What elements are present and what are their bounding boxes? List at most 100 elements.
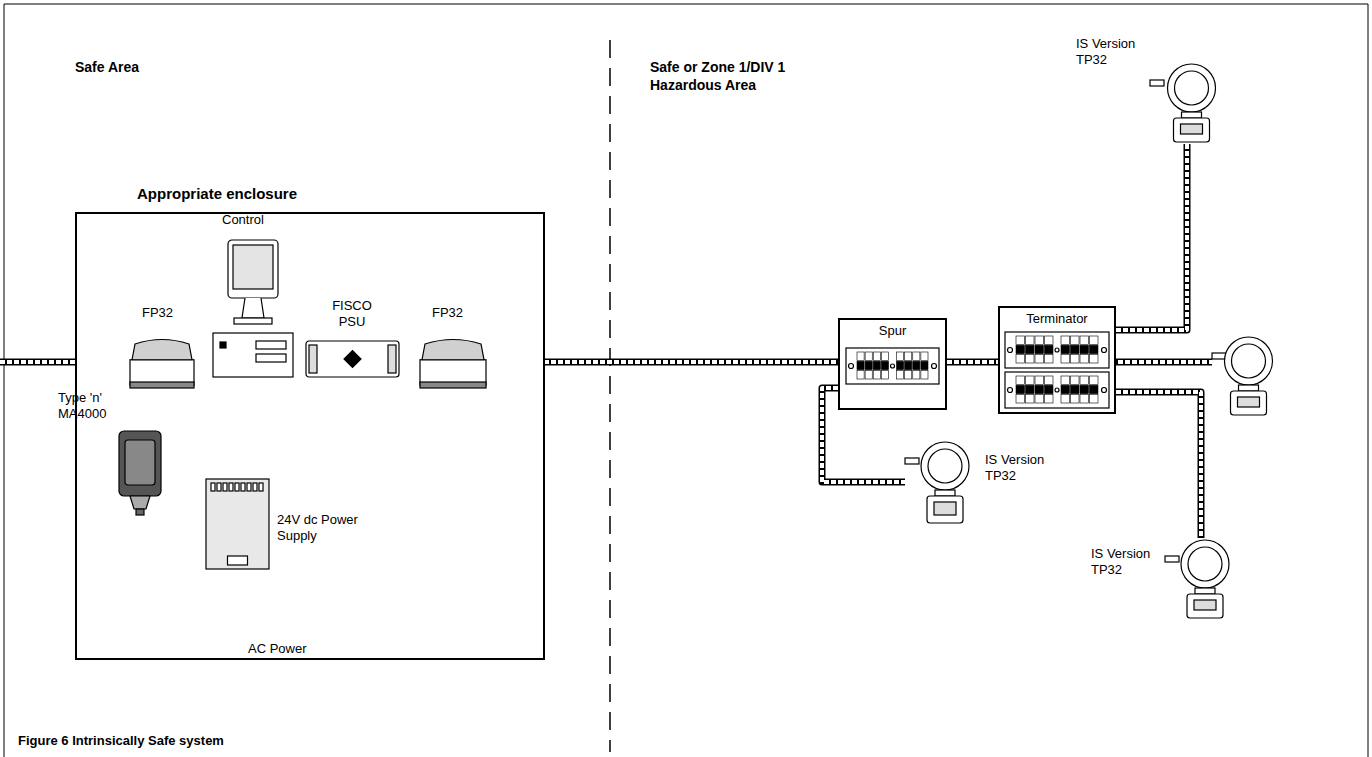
terminal bbox=[865, 352, 872, 360]
terminal bbox=[921, 361, 928, 369]
sensor-stub bbox=[905, 458, 919, 464]
terminal bbox=[217, 483, 221, 491]
psu-end bbox=[388, 345, 396, 373]
terminal bbox=[1035, 355, 1044, 363]
device-label: FP32 bbox=[432, 305, 463, 321]
terminal bbox=[223, 483, 227, 491]
twisted-cable bbox=[1104, 359, 1212, 366]
figure-caption: Figure 6 Intrinsically Safe system bbox=[18, 733, 224, 749]
terminal bbox=[1071, 395, 1080, 403]
transmitter-body bbox=[1187, 594, 1223, 618]
twisted-cable bbox=[1116, 392, 1201, 538]
label-holder: FISCO PSU bbox=[327, 298, 377, 330]
transmitter-window bbox=[1181, 124, 1203, 134]
computer-case bbox=[213, 333, 293, 377]
drive-slot bbox=[256, 354, 286, 362]
terminal bbox=[1090, 355, 1099, 363]
terminal bbox=[1016, 336, 1025, 344]
power-label: AC Power bbox=[248, 640, 307, 658]
terminal bbox=[1071, 355, 1080, 363]
twisted-cable bbox=[1116, 144, 1187, 330]
cable-group bbox=[947, 362, 998, 363]
terminal bbox=[921, 371, 928, 379]
label-holder: 24V dc Power Supply bbox=[277, 512, 361, 544]
transmitter-cover bbox=[928, 449, 962, 483]
spur-box: Spur bbox=[838, 318, 947, 410]
terminal bbox=[1016, 345, 1025, 353]
terminal-strip bbox=[1005, 332, 1109, 368]
terminal bbox=[1080, 395, 1089, 403]
label-holder: Appropriate enclosure bbox=[137, 186, 297, 202]
screen bbox=[233, 245, 273, 289]
area-label: Safe Area bbox=[75, 58, 139, 76]
transmitter-body bbox=[927, 496, 963, 523]
terminal bbox=[905, 361, 912, 369]
transmitter-body bbox=[1174, 118, 1210, 142]
device-fp32: FP32 bbox=[128, 335, 196, 390]
terminal bbox=[1016, 355, 1025, 363]
strip-body bbox=[846, 348, 939, 384]
terminal bbox=[857, 361, 864, 369]
cable-twist bbox=[947, 360, 998, 364]
device-label: Control bbox=[222, 212, 264, 228]
power-button bbox=[220, 342, 226, 348]
device-psu: FISCO PSU bbox=[305, 340, 400, 378]
terminal bbox=[1071, 336, 1080, 344]
cable-twist bbox=[1116, 392, 1201, 538]
transmitter-body bbox=[1231, 391, 1267, 415]
terminal bbox=[881, 361, 888, 369]
terminal-row bbox=[211, 483, 263, 491]
terminal bbox=[241, 483, 245, 491]
device-label: 24V dc Power Supply bbox=[277, 512, 361, 544]
device-label: IS Version TP32 bbox=[1091, 546, 1159, 578]
terminal bbox=[1061, 376, 1070, 384]
terminal bbox=[897, 361, 904, 369]
device-label: IS Version TP32 bbox=[1076, 36, 1144, 68]
box-heading: Appropriate enclosure bbox=[137, 186, 297, 202]
label-holder: Terminator bbox=[1000, 311, 1114, 327]
label-holder: FP32 bbox=[432, 305, 463, 321]
device-label: FISCO PSU bbox=[327, 298, 377, 330]
barrier-cover bbox=[132, 340, 192, 360]
terminal bbox=[1026, 345, 1035, 353]
device-pc: Control bbox=[212, 238, 294, 378]
transmitter-neck bbox=[1239, 385, 1259, 391]
ma-icon bbox=[118, 430, 162, 515]
terminal bbox=[1035, 376, 1044, 384]
strip-body bbox=[1005, 332, 1109, 368]
sensor-stub bbox=[1150, 80, 1164, 86]
label-holder: Safe or Zone 1/DIV 1 Hazardous Area bbox=[650, 58, 850, 94]
terminal bbox=[1090, 345, 1099, 353]
terminal bbox=[1045, 385, 1054, 393]
din-clip bbox=[420, 382, 486, 388]
terminal bbox=[897, 352, 904, 360]
terminal bbox=[1071, 345, 1080, 353]
terminal bbox=[1080, 376, 1089, 384]
terminal bbox=[1090, 385, 1099, 393]
terminal bbox=[873, 352, 880, 360]
terminal bbox=[1045, 376, 1054, 384]
transmitter-cover bbox=[1188, 547, 1222, 581]
terminator-drop bbox=[1104, 362, 1212, 363]
terminal bbox=[247, 483, 251, 491]
terminal bbox=[873, 371, 880, 379]
terminal bbox=[921, 352, 928, 360]
twisted-cable bbox=[947, 359, 998, 366]
terminal bbox=[857, 352, 864, 360]
terminal bbox=[1061, 345, 1070, 353]
supply-case bbox=[206, 479, 269, 569]
area-label: Safe or Zone 1/DIV 1 Hazardous Area bbox=[650, 58, 850, 94]
area-divider bbox=[609, 40, 611, 752]
strip-screw bbox=[1102, 388, 1107, 393]
transmitter-head bbox=[1225, 337, 1273, 385]
figure-frame bbox=[4, 4, 1368, 757]
terminal bbox=[897, 371, 904, 379]
terminal bbox=[873, 361, 880, 369]
device-label: Type 'n' MA4000 bbox=[58, 390, 116, 422]
terminal bbox=[905, 352, 912, 360]
transmitter-cover bbox=[1232, 344, 1266, 378]
enclosure-box: FP32ControlFISCO PSUFP32Type 'n' MA40002… bbox=[75, 212, 545, 660]
terminal bbox=[1035, 395, 1044, 403]
terminal bbox=[913, 361, 920, 369]
